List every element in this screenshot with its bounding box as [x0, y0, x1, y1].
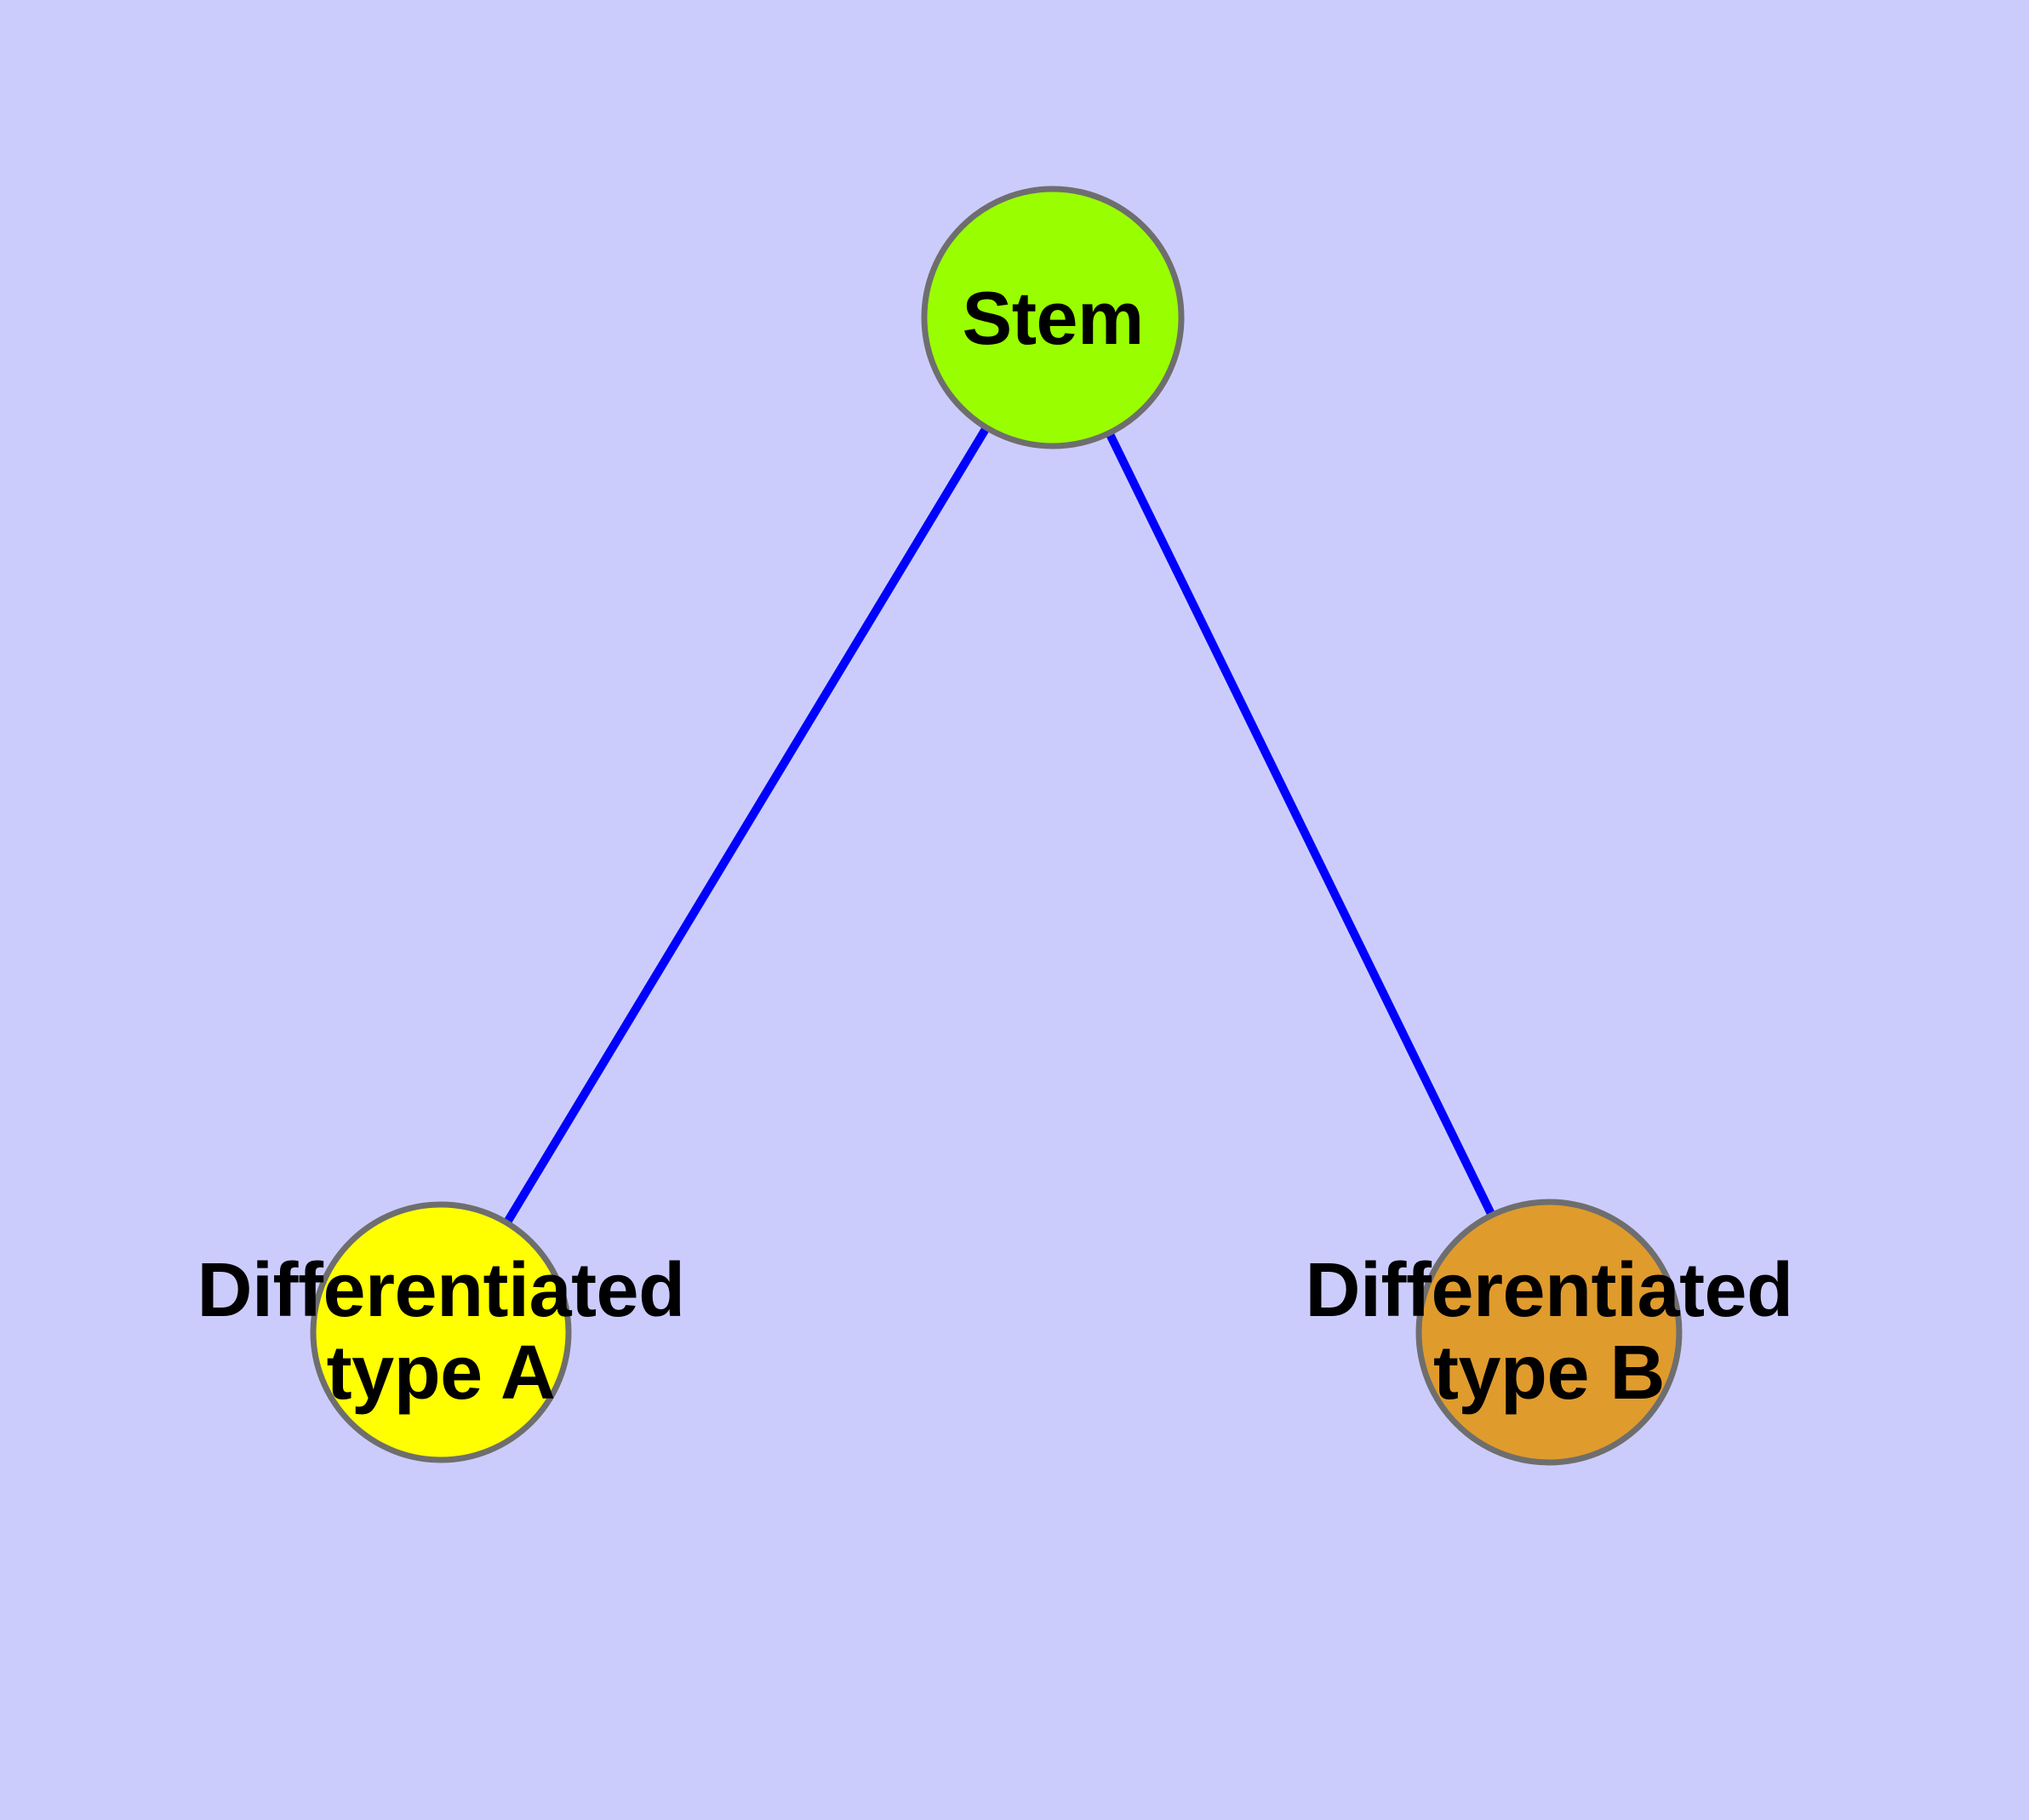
edges-layer [503, 426, 1495, 1224]
graph-edge-stem-to-b[interactable] [1106, 432, 1495, 1216]
graph-node-diff-b[interactable] [1415, 1199, 1683, 1466]
graph-node-stem[interactable] [921, 186, 1185, 449]
nodes-layer [310, 186, 1683, 1466]
graph-edge-stem-to-a[interactable] [503, 426, 990, 1224]
graph-node-diff-a[interactable] [310, 1201, 572, 1463]
